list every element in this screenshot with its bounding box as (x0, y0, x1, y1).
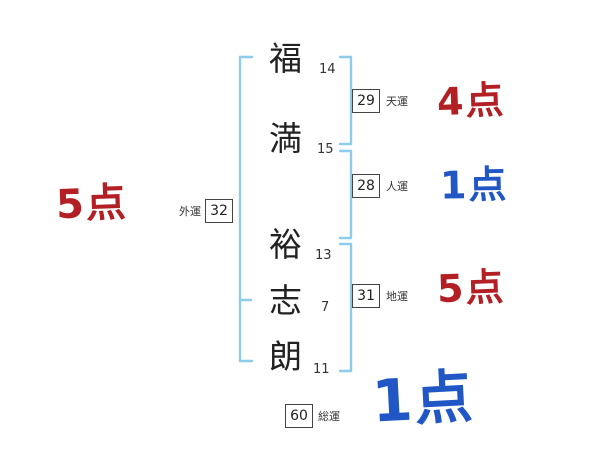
fortune-value-outer: 32 (205, 199, 233, 223)
kanji-char-2: 満 (269, 119, 302, 158)
fortune-label-heaven: 天運 (386, 95, 408, 108)
score-outer: 5点 (55, 179, 129, 229)
fortune-label-outer: 外運 (179, 205, 201, 218)
stroke-count-5: 11 (313, 362, 330, 377)
score-earth: 5点 (436, 264, 507, 312)
stroke-count-4: 7 (321, 300, 330, 315)
fortune-label-person: 人運 (386, 180, 408, 193)
stroke-count-1: 14 (319, 62, 336, 77)
score-total: 1点 (370, 362, 477, 436)
score-heaven: 4点 (436, 77, 507, 125)
fortune-value-person: 28 (352, 174, 380, 198)
fortune-label-total: 総運 (318, 410, 340, 423)
kanji-char-4: 志 (269, 281, 302, 320)
kanji-char-3: 裕 (269, 225, 302, 264)
kanji-char-1: 福 (269, 39, 302, 78)
fortune-value-earth: 31 (352, 284, 380, 308)
kanji-char-5: 朗 (269, 337, 302, 376)
fortune-label-earth: 地運 (386, 290, 408, 303)
fortune-value-total: 60 (285, 404, 313, 428)
fortune-value-heaven: 29 (352, 89, 380, 113)
stroke-count-3: 13 (315, 248, 332, 263)
stroke-count-2: 15 (317, 142, 334, 157)
score-person: 1点 (439, 162, 509, 208)
bracket-group (238, 55, 353, 373)
